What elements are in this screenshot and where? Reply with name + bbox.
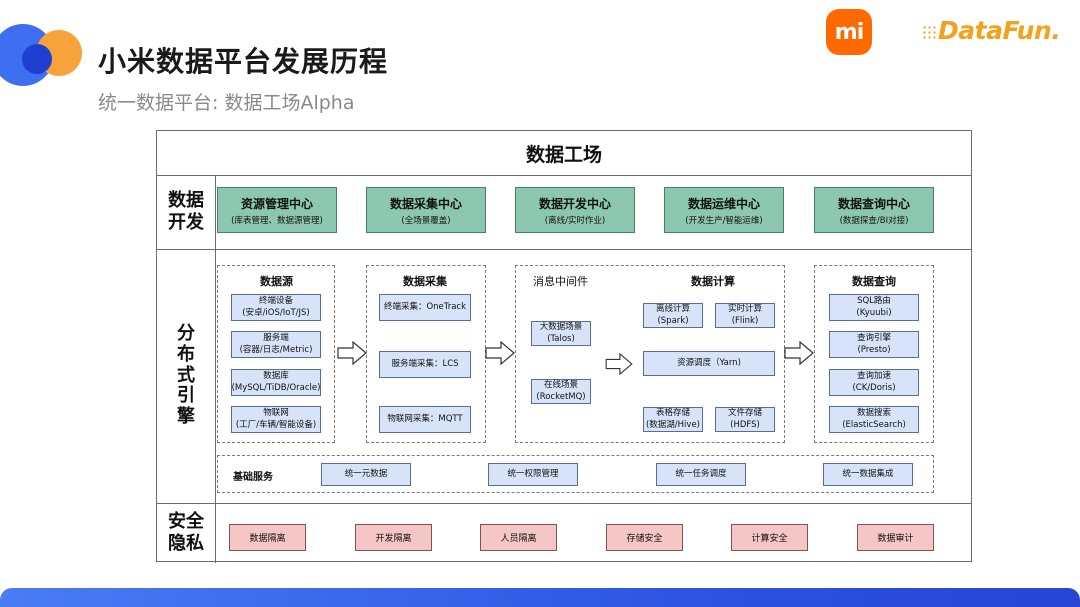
center-data-development: 数据开发中心(离线/实时作业) bbox=[515, 187, 635, 233]
query-engine-presto: 查询引擎(Presto) bbox=[829, 331, 919, 358]
datafun-logo: DataFun. bbox=[922, 16, 1061, 45]
row-label-data-dev: 数据 开发 bbox=[168, 190, 204, 233]
center-data-query: 数据查询中心(数据探查/BI对接) bbox=[814, 187, 934, 233]
middleware-talos: 大数据场景(Talos) bbox=[531, 321, 591, 346]
center-resource-management: 资源管理中心(库表管理、数据源管理) bbox=[217, 187, 337, 233]
security-dev-isolation: 开发隔离 bbox=[355, 524, 432, 551]
compute-realtime-flink: 实时计算(Flink) bbox=[715, 303, 775, 328]
arrow-right-icon bbox=[784, 340, 814, 366]
security-storage: 存储安全 bbox=[606, 524, 683, 551]
divider bbox=[157, 175, 971, 176]
security-data-audit: 数据审计 bbox=[857, 524, 934, 551]
query-sql-router: SQL路由(Kyuubi) bbox=[829, 294, 919, 321]
brand-circles-logo bbox=[0, 22, 90, 92]
basic-services-group bbox=[217, 455, 934, 493]
basic-unified-permission: 统一权限管理 bbox=[488, 463, 578, 486]
datasource-terminal: 终端设备(安卓/iOS/IoT/JS) bbox=[231, 294, 321, 321]
arrow-right-icon bbox=[605, 352, 633, 376]
row-label-distributed-engine: 分 布 式 引 擎 bbox=[177, 323, 195, 428]
middleware-title: 消息中间件 bbox=[533, 275, 588, 288]
arrow-right-icon bbox=[485, 340, 515, 366]
security-personnel-isolation: 人员隔离 bbox=[480, 524, 557, 551]
row-label-security: 安全 隐私 bbox=[168, 511, 204, 554]
middleware-rocketmq: 在线场景(RocketMQ) bbox=[531, 379, 591, 404]
divider bbox=[215, 175, 216, 249]
architecture-diagram: 数据工场 数据 开发 分 布 式 引 擎 安全 隐私 资源管理中心(库表管理、数… bbox=[156, 130, 972, 563]
compute-scheduler-yarn: 资源调度（Yarn) bbox=[643, 351, 775, 376]
query-title: 数据查询 bbox=[852, 275, 896, 288]
datasource-title: 数据源 bbox=[260, 275, 293, 288]
compute-title: 数据计算 bbox=[691, 275, 735, 288]
basic-services-label: 基础服务 bbox=[233, 472, 273, 483]
divider bbox=[157, 249, 971, 250]
basic-unified-metadata: 统一元数据 bbox=[321, 463, 411, 486]
center-data-operations: 数据运维中心(开发生产/智能运维) bbox=[664, 187, 784, 233]
query-search-es: 数据搜索(ElasticSearch) bbox=[829, 406, 919, 433]
datasource-iot: 物联网(工厂/车辆/智能设备) bbox=[231, 406, 321, 433]
datasource-group bbox=[217, 265, 335, 443]
collection-onetrack: 终端采集：OneTrack bbox=[379, 294, 471, 321]
security-compute: 计算安全 bbox=[731, 524, 808, 551]
diagram-title: 数据工场 bbox=[525, 143, 602, 166]
divider bbox=[215, 249, 216, 503]
collection-lcs: 服务端采集：LCS bbox=[379, 351, 471, 378]
collection-mqtt: 物联网采集：MQTT bbox=[379, 406, 471, 433]
security-data-isolation: 数据隔离 bbox=[229, 524, 306, 551]
divider bbox=[157, 503, 971, 504]
collection-title: 数据采集 bbox=[403, 275, 447, 288]
page-title: 小米数据平台发展历程 bbox=[98, 45, 389, 78]
storage-table-hive: 表格存储(数据湖/Hive) bbox=[643, 407, 703, 432]
query-acceleration: 查询加速(CK/Doris) bbox=[829, 369, 919, 396]
arrow-right-icon bbox=[337, 340, 367, 366]
center-data-collection: 数据采集中心(全场景覆盖) bbox=[366, 187, 486, 233]
datasource-database: 数据库(MySQL/TiDB/Oracle) bbox=[231, 369, 321, 396]
basic-unified-scheduling: 统一任务调度 bbox=[656, 463, 746, 486]
xiaomi-logo: mi bbox=[826, 9, 872, 55]
basic-unified-integration: 统一数据集成 bbox=[823, 463, 913, 486]
datasource-server: 服务端(容器/日志/Metric) bbox=[231, 331, 321, 358]
compute-offline-spark: 离线计算(Spark) bbox=[643, 303, 703, 328]
bottom-accent-bar bbox=[0, 588, 1080, 607]
page-subtitle: 统一数据平台: 数据工场Alpha bbox=[98, 92, 355, 114]
storage-file-hdfs: 文件存储(HDFS) bbox=[715, 407, 775, 432]
query-group bbox=[814, 265, 934, 443]
divider bbox=[215, 503, 216, 563]
